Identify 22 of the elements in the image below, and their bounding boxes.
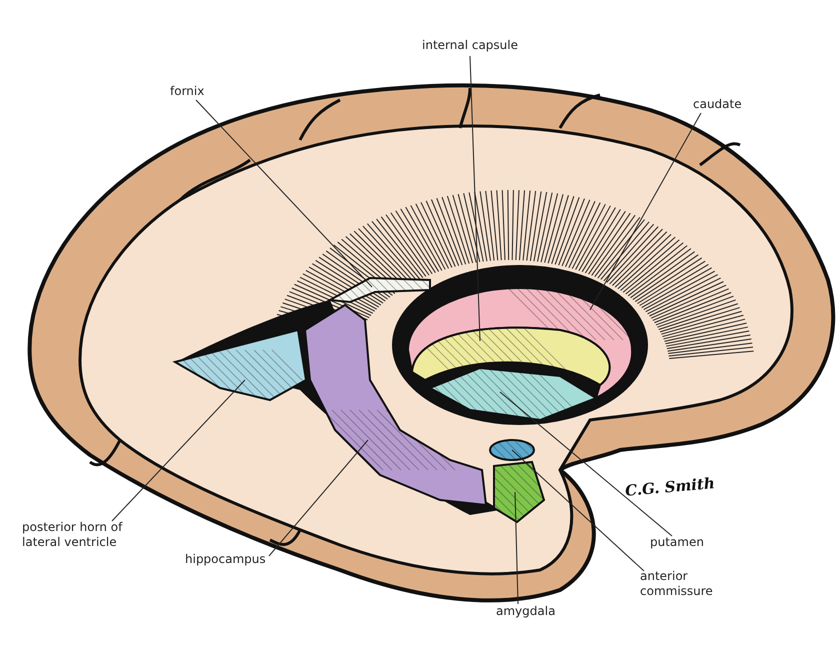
leader-line: [268, 440, 368, 556]
part-label: anterior commissure: [640, 569, 730, 599]
leader-line: [500, 392, 672, 536]
part-label: amygdala: [496, 604, 566, 619]
signature: C.G. Smith: [624, 474, 716, 500]
part-label: fornix: [170, 84, 220, 99]
hippocampus-shape: [304, 304, 488, 506]
part-label: posterior horn of lateral ventricle: [22, 520, 157, 550]
ventricle-horn-shape: [172, 328, 308, 402]
leader-line: [470, 56, 480, 342]
part-label: internal capsule: [410, 38, 530, 53]
internal-capsule-shape: [411, 326, 611, 386]
part-label: hippocampus: [185, 552, 269, 567]
leader-line: [590, 112, 702, 310]
leader-line: [512, 450, 644, 572]
putamen-shape: [428, 366, 598, 422]
part-label: putamen: [650, 535, 720, 550]
leader-line: [196, 100, 372, 288]
part-label: caudate: [693, 97, 753, 112]
caudate-shape: [407, 287, 633, 399]
amygdala-shape: [493, 460, 546, 524]
leader-line: [112, 380, 246, 522]
